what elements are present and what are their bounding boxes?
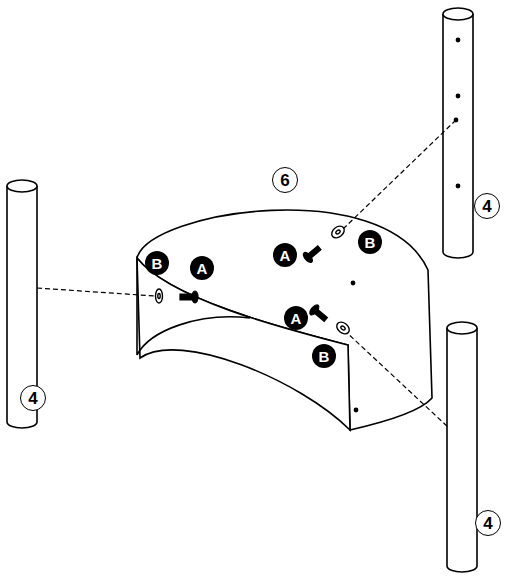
part-callout: 4	[20, 385, 46, 411]
part-callout: 4	[474, 193, 500, 219]
hardware-callout: B	[358, 230, 382, 254]
part-callout: 6	[272, 167, 298, 193]
hardware-callout: A	[190, 256, 214, 280]
post	[443, 8, 473, 258]
curved-band	[137, 210, 432, 430]
hardware-callout: A	[284, 306, 308, 330]
hardware-callout: B	[145, 251, 169, 275]
part-callout: 4	[475, 510, 501, 536]
hardware-callout: B	[312, 344, 336, 368]
post	[447, 322, 477, 572]
hardware-callout: A	[273, 243, 297, 267]
washer	[156, 224, 352, 337]
screw	[180, 243, 330, 324]
assembly-line	[37, 120, 456, 428]
